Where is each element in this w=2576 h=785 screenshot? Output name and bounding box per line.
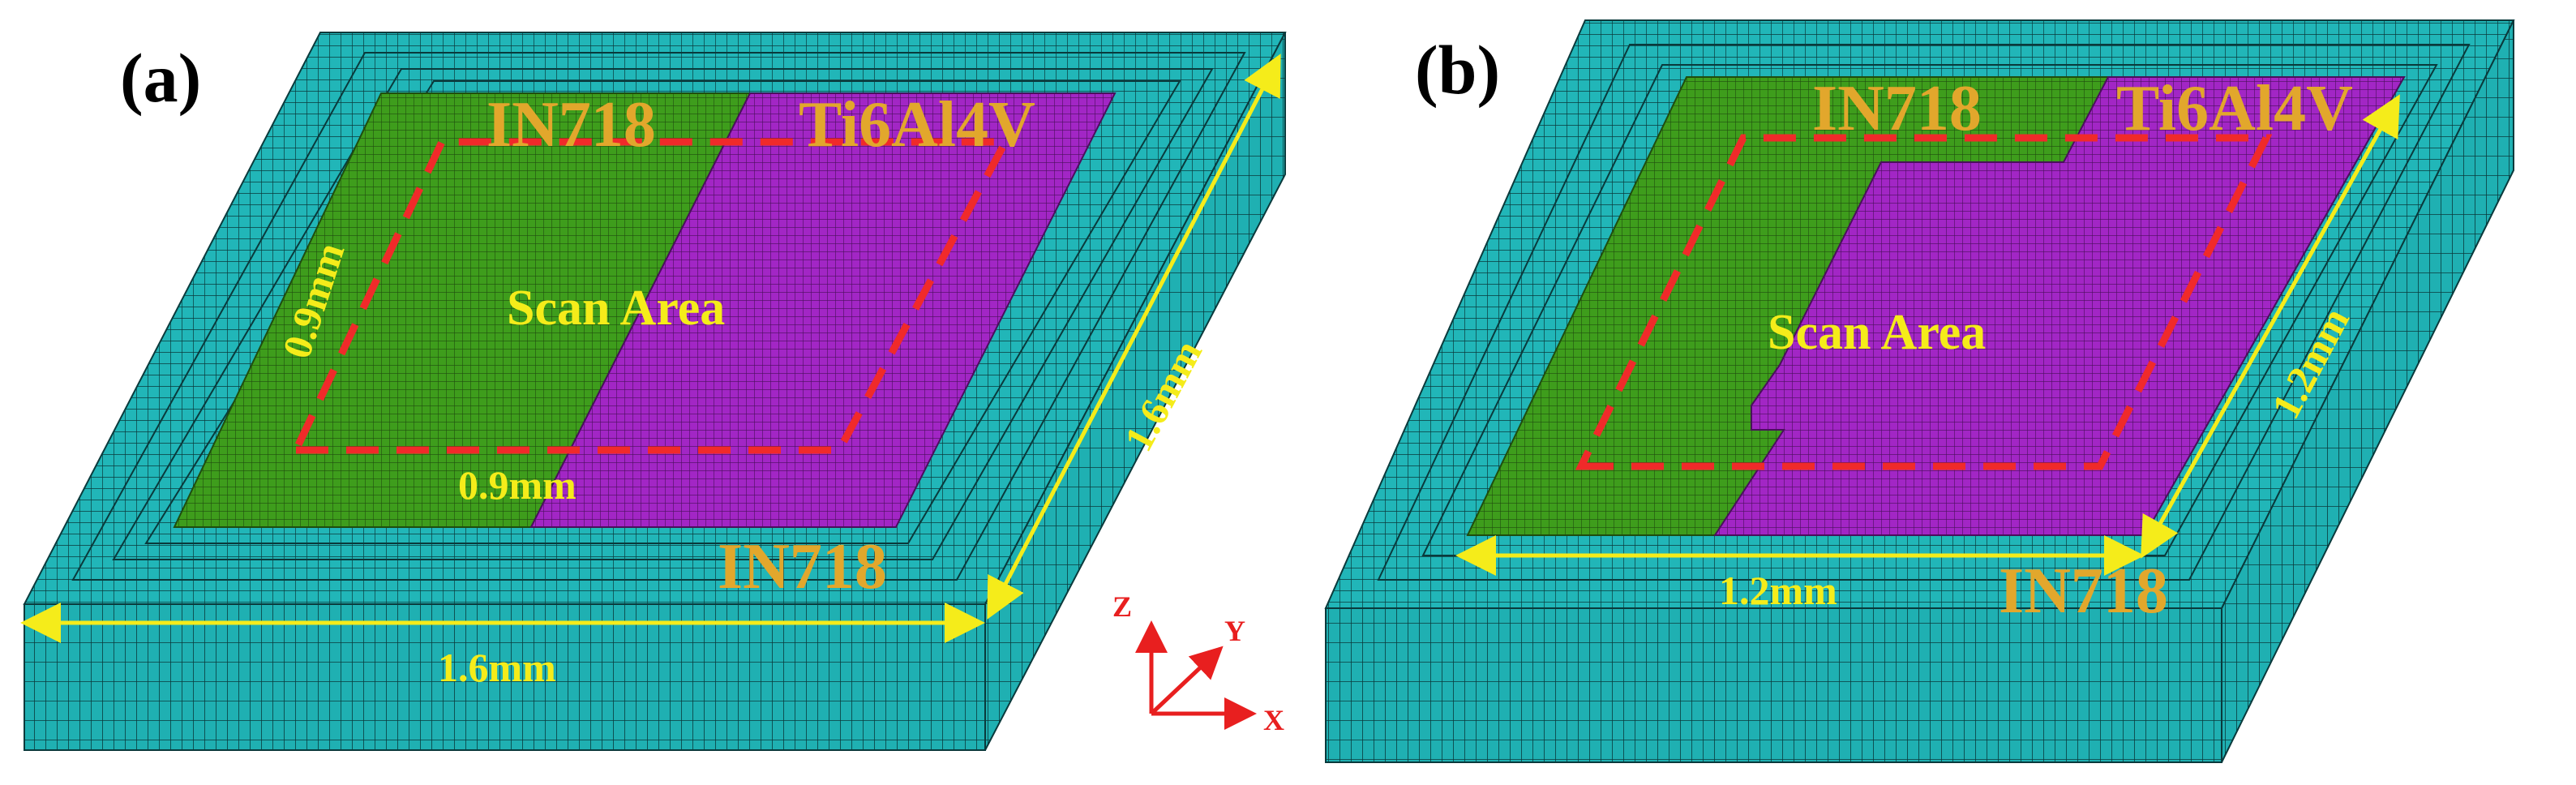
panel-a-scan-area-box [289, 138, 1012, 454]
panel-a-dim-arrow-side [987, 54, 1281, 620]
panel-a-dim-side-x-label: 1.6mm [438, 645, 556, 690]
panel-a-label: (a) [120, 39, 201, 117]
panel-b-dim-arrow-side [2141, 94, 2400, 559]
axis-z-label: Z [1112, 590, 1132, 623]
panel-a-dim-scan-x-label: 0.9mm [458, 462, 576, 508]
panel-a: (a) IN718 Ti6Al4V Scan Area 0.9mm 0.9mm … [20, 32, 1287, 751]
panel-b-scan-area-label: Scan Area [1768, 305, 1986, 360]
panel-b: (b) IN718 Ti6Al4V Scan Area 1.2mm 1.2mm … [1324, 19, 2515, 763]
coordinate-axes: Z Y X [1112, 590, 1284, 736]
panel-b-in718-substrate-label: IN718 [1999, 556, 2168, 627]
panel-b-dim-side-x-label: 1.2mm [1719, 568, 1837, 613]
panel-b-substrate-front [1325, 607, 2222, 763]
panel-a-in718-top-label: IN718 [486, 89, 656, 161]
panel-a-scan-area-label: Scan Area [507, 281, 725, 336]
panel-a-ti6al4v-label: Ti6Al4V [799, 89, 1035, 161]
panel-b-ti6al4v-label: Ti6Al4V [2116, 73, 2353, 144]
axis-x-label: X [1263, 704, 1284, 736]
axis-y-label: Y [1224, 615, 1245, 647]
panel-b-label: (b) [1415, 31, 1500, 109]
panel-b-in718-top-label: IN718 [1812, 73, 1982, 144]
panel-a-in718-substrate-label: IN718 [718, 531, 887, 603]
